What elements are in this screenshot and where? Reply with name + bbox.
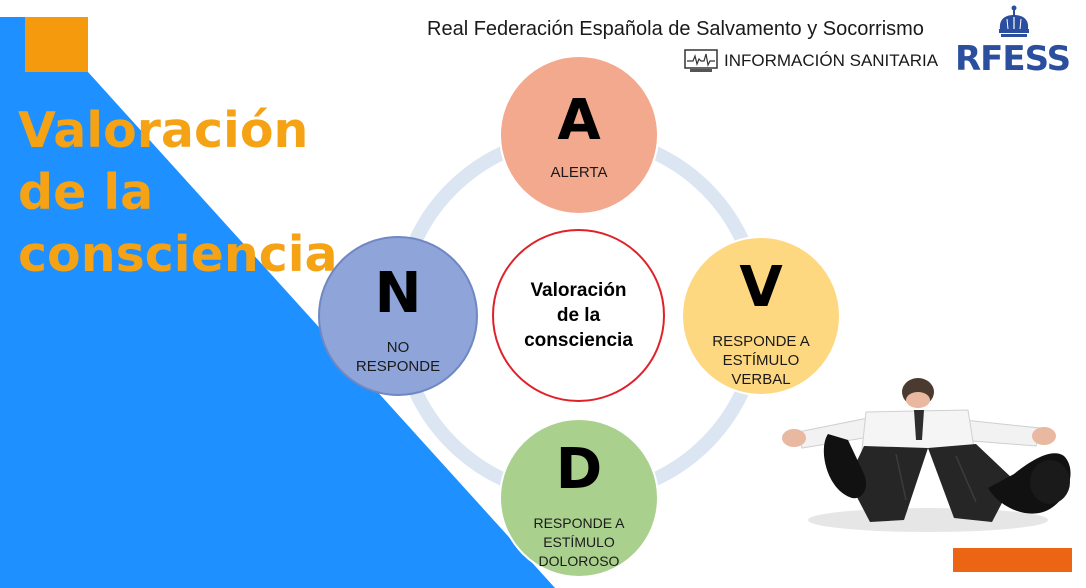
person-lying-image [782, 378, 1071, 532]
section-label-row: INFORMACIÓN SANITARIA [684, 48, 938, 74]
node-letter: A [557, 88, 601, 153]
node-letter: N [374, 261, 422, 326]
node-verbal: V RESPONDE A ESTÍMULO VERBAL [681, 236, 841, 396]
title-line: Valoración [18, 102, 309, 159]
node-description-line: NO [386, 339, 410, 356]
slide-title: Valoración de la consciencia [18, 100, 348, 286]
rfess-logo: RFESS [955, 5, 1075, 79]
node-description-line: ESTÍMULO [722, 352, 800, 369]
logo-text: RFESS [955, 39, 1071, 79]
node-description-line: RESPONDE A [712, 333, 810, 350]
center-label: Valoración de la consciencia [514, 278, 644, 353]
center-label-line: Valoración [530, 280, 627, 301]
node-description-line: DOLOROSO [538, 553, 620, 569]
node-letter: D [555, 437, 603, 502]
node-doloroso: D RESPONDE A ESTÍMULO DOLOROSO [499, 418, 659, 578]
title-line: de la [18, 164, 154, 221]
node-description: ALERTA [550, 164, 608, 181]
node-description-line: ESTÍMULO [543, 534, 615, 550]
monitor-ecg-icon [684, 49, 718, 73]
node-description-line: RESPONDE [355, 358, 441, 375]
node-letter: V [739, 255, 783, 320]
orange-accent-square [25, 17, 88, 72]
title-line: consciencia [18, 226, 338, 283]
orange-accent-bar [953, 548, 1072, 572]
section-label: INFORMACIÓN SANITARIA [724, 51, 939, 70]
center-label-line: de la [556, 305, 601, 326]
center-label-line: consciencia [524, 330, 633, 351]
node-alerta: A ALERTA [499, 55, 659, 215]
node-no-responde: N NO RESPONDE [318, 236, 478, 396]
center-node: Valoración de la consciencia [492, 229, 665, 402]
organization-name: Real Federación Española de Salvamento y… [427, 18, 924, 40]
blue-diagonal-panel [0, 17, 555, 588]
node-description-line: RESPONDE A [533, 515, 625, 531]
node-description-line: VERBAL [731, 371, 791, 388]
crown-icon [999, 5, 1029, 37]
